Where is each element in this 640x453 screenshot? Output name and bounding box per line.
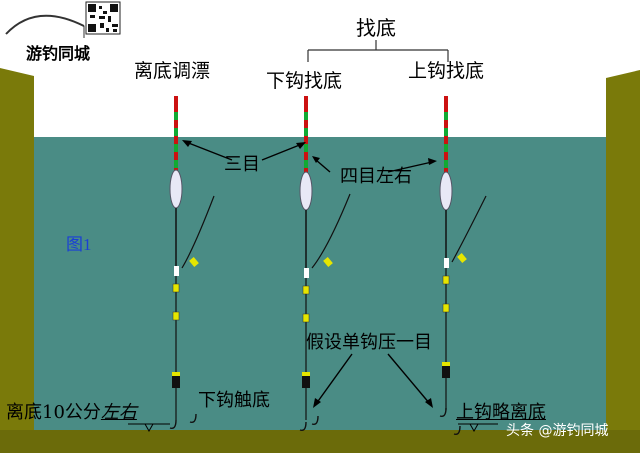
float-tip-segment — [304, 104, 308, 112]
float-tip-segment — [444, 160, 448, 168]
group-label: 找底 — [356, 16, 396, 40]
swivel — [174, 266, 179, 276]
float-tip-segment — [444, 136, 448, 144]
float-seat — [457, 253, 467, 263]
float-tip-segment — [174, 144, 178, 152]
annotation-offbottom-suffix: 左右 — [100, 402, 137, 423]
float-seat — [302, 313, 310, 323]
float-tip-segment — [304, 128, 308, 136]
left-bank — [0, 68, 34, 433]
float-seat — [442, 303, 450, 313]
watermark: 头条 @游钓同城 — [506, 423, 609, 439]
float-tip-segment — [304, 152, 308, 160]
group-bracket — [307, 40, 449, 62]
hook-line-upper — [181, 195, 215, 269]
hook-line-upper — [451, 195, 487, 263]
float-tip-segment — [444, 128, 448, 136]
sinker-mark — [302, 372, 310, 376]
float-tip-segment — [304, 144, 308, 152]
lead-sinker — [172, 372, 180, 388]
float-label-lower-hook: 下钩找底 — [266, 70, 343, 92]
hook-icon — [169, 419, 177, 430]
figure-label: 图1 — [66, 235, 92, 254]
float-tip-segment — [174, 120, 178, 128]
float-tip-segment — [174, 160, 178, 168]
float-tip-segment — [304, 112, 308, 120]
sinker-mark — [442, 362, 450, 366]
float-tip-segment — [304, 96, 308, 104]
float-label-upper-hook: 上钩找底 — [408, 60, 485, 82]
float-tip-segment — [444, 104, 448, 112]
pond-bottom — [0, 430, 640, 453]
annotation-three-marks: 三目 — [224, 154, 260, 175]
qr-code-icon — [85, 1, 121, 35]
float-tip-segment — [444, 144, 448, 152]
float-tip-segment — [174, 136, 178, 144]
water-body — [0, 137, 640, 433]
float-rig-3 — [439, 96, 487, 436]
hook-icon — [189, 413, 197, 424]
hook-icon — [299, 421, 307, 432]
hook-icon — [311, 415, 319, 426]
float-body — [439, 171, 453, 211]
annotation-lower-touch: 下钩触底 — [198, 390, 270, 411]
fishing-rod-icon — [5, 14, 85, 35]
float-tip-segment — [174, 96, 178, 104]
depth-markers — [128, 423, 498, 433]
float-rig-2 — [299, 96, 351, 432]
float-body — [299, 171, 313, 211]
annotation-assume: 假设单钩压一目 — [306, 332, 432, 353]
float-seat — [189, 257, 199, 267]
float-body — [169, 169, 183, 209]
float-rig-1 — [169, 96, 215, 430]
annotation-four-marks: 四目左右 — [340, 166, 412, 187]
float-tip-segment — [444, 112, 448, 120]
brand-logo-text: 游钓同城 — [26, 44, 91, 63]
float-tip-segment — [174, 112, 178, 120]
float-label-offbottom: 离底调漂 — [134, 60, 211, 82]
annotation-offbottom: 离底10公分左右 — [6, 404, 137, 422]
hook-icon — [439, 407, 447, 418]
float-tip-segment — [174, 104, 178, 112]
float-seat — [172, 283, 180, 293]
float-tip-segment — [444, 120, 448, 128]
float-seat — [323, 257, 333, 267]
right-bank — [606, 70, 640, 433]
float-tip-segment — [304, 136, 308, 144]
float-seat — [172, 311, 180, 321]
swivel — [304, 268, 309, 278]
annotation-upper-off: 上钩略离底 — [456, 402, 546, 423]
float-tip-segment — [444, 96, 448, 104]
float-tip-segment — [174, 128, 178, 136]
lead-sinker — [442, 362, 450, 378]
hook-icon — [453, 425, 461, 436]
swivel — [444, 258, 449, 268]
float-tip-segment — [174, 152, 178, 160]
float-tip-segment — [444, 152, 448, 160]
annotation-arrows — [182, 140, 437, 408]
float-tip-segment — [304, 120, 308, 128]
float-seat — [442, 275, 450, 285]
float-tip-segment — [304, 160, 308, 168]
sinker-mark — [172, 372, 180, 376]
annotation-offbottom-prefix: 离底10公分 — [6, 402, 101, 423]
lead-sinker — [302, 372, 310, 388]
hook-line-upper — [311, 193, 351, 269]
float-seat — [302, 285, 310, 295]
